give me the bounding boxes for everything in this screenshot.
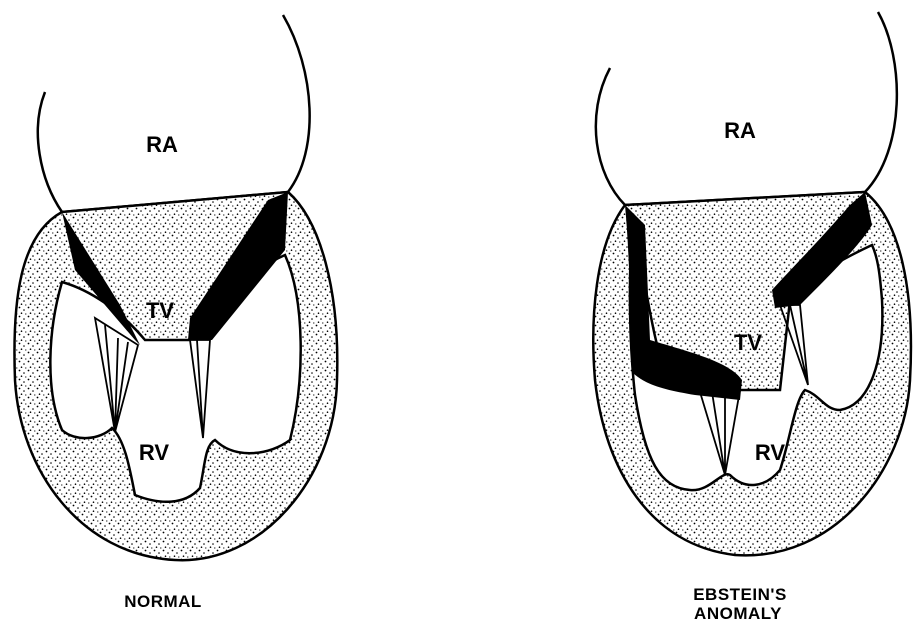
- normal-heart: RA TV RV NORMAL: [14, 15, 337, 611]
- normal-rv-label: RV: [139, 440, 169, 465]
- ebstein-caption-line2: ANOMALY: [694, 604, 782, 623]
- ebstein-caption-line1: EBSTEIN'S: [693, 585, 787, 604]
- ebstein-right-atrium: [596, 12, 897, 205]
- ebstein-ra-label: RA: [724, 118, 756, 143]
- normal-ventricle-wall: [14, 192, 337, 560]
- normal-right-chordae: [190, 340, 210, 438]
- ebstein-tv-label: TV: [734, 330, 762, 355]
- normal-right-atrium: [38, 15, 310, 212]
- normal-tv-label: TV: [146, 298, 174, 323]
- ebstein-heart: RA TV RV EBSTEIN'S ANOMALY: [593, 12, 911, 623]
- normal-ra-label: RA: [146, 132, 178, 157]
- normal-caption: NORMAL: [124, 592, 202, 611]
- ebstein-rv-label: RV: [755, 440, 785, 465]
- ebstein-left-chordae: [700, 390, 740, 475]
